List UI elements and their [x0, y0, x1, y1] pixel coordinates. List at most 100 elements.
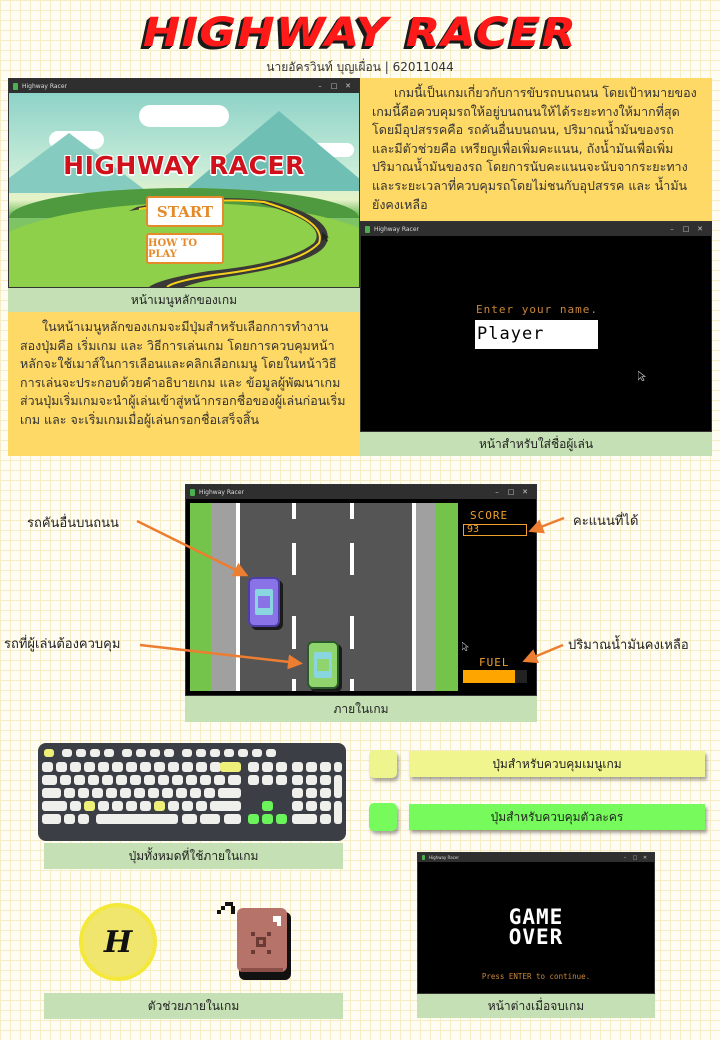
key	[112, 762, 123, 772]
player-car	[307, 641, 339, 689]
key	[320, 814, 331, 824]
key	[150, 749, 160, 757]
key	[102, 775, 113, 785]
key-arrow-right	[276, 814, 287, 824]
key	[64, 788, 75, 798]
page-title: HIGHWAY RACER	[142, 10, 578, 56]
annotation-score: คะแนนที่ได้	[573, 514, 639, 529]
road-edge-left	[236, 503, 240, 691]
window-title: Highway Racer	[429, 855, 460, 860]
key-arrow-left	[248, 814, 259, 824]
key	[306, 775, 317, 785]
legend-swatch-menu	[369, 750, 397, 778]
close-icon[interactable]: ✕	[345, 82, 351, 90]
key	[292, 775, 303, 785]
key	[186, 775, 197, 785]
key	[42, 788, 61, 798]
key	[214, 775, 225, 785]
how-to-play-button[interactable]: HOW TO PLAY	[146, 233, 224, 264]
legend-label-menu: ปุ่มสำหรับควบคุมเมนูเกม	[409, 751, 705, 777]
shoulder-left	[211, 503, 236, 691]
key	[320, 762, 331, 772]
grass-left	[190, 503, 211, 691]
key	[42, 814, 61, 824]
key	[130, 775, 141, 785]
lane-dash	[350, 616, 354, 649]
key	[200, 775, 211, 785]
maximize-icon[interactable]: □	[330, 82, 338, 90]
key	[182, 762, 193, 772]
key-n	[154, 801, 165, 811]
lane-dash	[350, 543, 354, 575]
key	[42, 762, 53, 772]
gameplay-window: Highway Racer – □ ✕ SCORE 93 F	[185, 484, 537, 696]
key	[136, 749, 146, 757]
key	[164, 749, 174, 757]
window-titlebar: Highway Racer – □ ✕	[361, 222, 711, 236]
key	[84, 762, 95, 772]
key	[134, 788, 145, 798]
key	[70, 801, 81, 811]
key	[70, 762, 81, 772]
key	[98, 762, 109, 772]
key	[158, 775, 169, 785]
key	[42, 801, 67, 811]
name-entry-window: Highway Racer – □ ✕ Enter your name. Pla…	[360, 221, 712, 432]
player-name-input[interactable]: Player	[475, 320, 598, 349]
key	[228, 775, 241, 785]
key	[116, 775, 127, 785]
key	[224, 814, 241, 824]
key	[306, 762, 317, 772]
maximize-icon[interactable]: □	[682, 225, 690, 233]
key	[42, 775, 57, 785]
key	[292, 762, 303, 772]
key-z	[84, 801, 95, 811]
key-arrow-up	[262, 801, 273, 811]
menu-scene: HIGHWAY RACER START HOW TO PLAY	[9, 93, 359, 287]
annotation-player-car: รถที่ผู้เล่นต้องควบคุม	[4, 637, 121, 652]
menu-description: ในหน้าเมนูหลักของเกมจะมีปุ่มสำหรับเลือกก…	[8, 312, 360, 456]
minimize-icon[interactable]: –	[318, 82, 322, 90]
maximize-icon[interactable]: □	[507, 488, 515, 496]
key	[320, 775, 331, 785]
app-icon	[422, 855, 425, 860]
start-button[interactable]: START	[146, 196, 224, 227]
fuel-gauge	[463, 670, 527, 683]
key-escape	[44, 749, 54, 757]
close-icon[interactable]: ✕	[697, 225, 703, 233]
key	[320, 801, 331, 811]
key	[210, 801, 241, 811]
score-label: SCORE	[470, 509, 509, 522]
key	[182, 814, 197, 824]
key	[140, 801, 151, 811]
key	[320, 788, 331, 798]
key	[74, 775, 85, 785]
key	[168, 801, 179, 811]
minimize-icon[interactable]: –	[495, 488, 499, 496]
key	[252, 749, 262, 757]
lane-dash	[292, 679, 296, 691]
key	[248, 775, 259, 785]
game-over-line1: GAME	[508, 905, 564, 929]
maximize-icon[interactable]: □	[632, 854, 638, 861]
key	[122, 749, 132, 757]
key	[168, 762, 179, 772]
key	[56, 762, 67, 772]
minimize-icon[interactable]: –	[670, 225, 674, 233]
minimize-icon[interactable]: –	[623, 854, 627, 861]
key	[210, 749, 220, 757]
window-title: Highway Racer	[374, 225, 420, 233]
helpers-caption: ตัวช่วยภายในเกม	[44, 993, 343, 1019]
key	[190, 788, 201, 798]
key	[62, 749, 72, 757]
close-icon[interactable]: ✕	[642, 854, 648, 861]
key	[266, 749, 276, 757]
key	[120, 788, 131, 798]
app-icon	[365, 225, 370, 233]
key-enter	[218, 788, 241, 798]
close-icon[interactable]: ✕	[522, 488, 528, 496]
game-over-line2: OVER	[508, 925, 564, 949]
key	[200, 814, 220, 824]
mountain	[9, 133, 149, 193]
lane-dash	[350, 679, 354, 691]
